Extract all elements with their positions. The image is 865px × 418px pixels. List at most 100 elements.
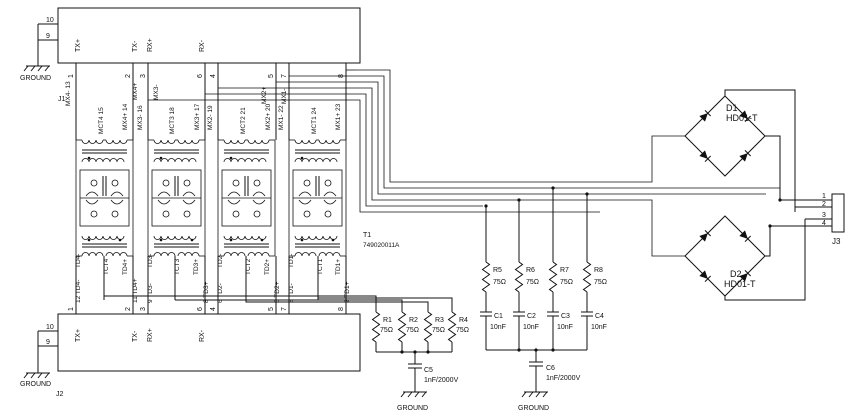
resistor-body — [481, 261, 491, 293]
resistor-ref: R5 — [493, 267, 502, 274]
d1-part: HD01-T — [726, 113, 758, 123]
connector-j3: 1 2 3 4 J3 — [820, 193, 845, 246]
svg-text:GROUND: GROUND — [397, 405, 428, 412]
svg-text:5: 5 — [268, 307, 275, 311]
resistor-ref: R8 — [594, 267, 603, 274]
upper-coil-bottom — [81, 158, 125, 163]
upper-coil-bottom — [294, 158, 338, 163]
transformer-channel-2 — [147, 139, 206, 257]
svg-text:1: 1 — [68, 307, 75, 311]
svg-text:MCT4 15: MCT4 15 — [98, 107, 105, 134]
svg-text:TCT1: TCT1 — [317, 258, 324, 275]
svg-text:TD4+: TD4+ — [122, 259, 129, 275]
lower-coil-left — [294, 252, 317, 257]
svg-text:7: 7 — [281, 74, 288, 78]
connector-j1: 10 9 GROUND TX+ TX- RX+ RX- J1 — [20, 7, 361, 103]
svg-text:MCT1 24: MCT1 24 — [311, 107, 318, 134]
svg-text:2: 2 — [125, 307, 132, 311]
svg-text:1: 1 — [68, 74, 75, 78]
choke-winding — [232, 210, 240, 218]
j1-pin-9: 9 — [46, 33, 50, 40]
svg-text:TCT4: TCT4 — [103, 258, 110, 275]
ground-symbol-c5: GROUND — [397, 391, 428, 412]
svg-text:TD4-: TD4- — [75, 254, 82, 268]
svg-text:7: 7 — [281, 307, 288, 311]
j2-body — [57, 313, 361, 372]
resistor-body — [514, 261, 524, 293]
svg-text:MCT3 18: MCT3 18 — [169, 107, 176, 134]
svg-text:2: 2 — [125, 74, 132, 78]
svg-text:4: 4 — [210, 307, 217, 311]
j1-body — [57, 7, 361, 64]
choke-winding — [232, 179, 240, 187]
resistor-ref: R3 — [435, 317, 444, 324]
svg-text:3 TD1-: 3 TD1- — [288, 283, 295, 303]
svg-text:5: 5 — [268, 74, 275, 78]
j3-ref: J3 — [832, 237, 841, 246]
diode — [739, 110, 748, 119]
svg-text:3: 3 — [140, 74, 147, 78]
choke-winding — [162, 210, 170, 218]
resistor-value: 75Ω — [526, 279, 539, 286]
j1-pin-10: 10 — [46, 17, 54, 24]
svg-text:6: 6 — [197, 74, 204, 78]
lower-coil-top — [153, 235, 197, 240]
resistor-body — [423, 311, 433, 343]
resistor-body — [371, 311, 381, 343]
svg-text:8 TD3+: 8 TD3+ — [203, 281, 210, 303]
svg-text:TD3+: TD3+ — [193, 259, 200, 275]
diode-bridges — [684, 95, 766, 297]
svg-text:MX1-: MX1- — [281, 88, 288, 104]
svg-text:9 TD3-: 9 TD3- — [147, 283, 154, 303]
upper-coil-left — [223, 139, 246, 144]
svg-text:TD3-: TD3- — [147, 254, 154, 268]
j2-pin-10: 10 — [46, 324, 54, 331]
svg-text:C6: C6 — [546, 365, 555, 372]
choke-winding — [90, 179, 98, 187]
bridge-d1 — [684, 95, 766, 177]
resistor-body — [397, 311, 407, 343]
ground-label-j2: GROUND — [20, 381, 51, 388]
resistor-value: 75Ω — [432, 327, 445, 334]
j1-tx-plus: TX+ — [75, 39, 82, 52]
j1-tx-minus: TX- — [132, 40, 139, 52]
svg-text:11 TD4+: 11 TD4+ — [132, 278, 139, 303]
choke-winding — [324, 179, 332, 187]
diode — [739, 230, 748, 239]
resistor-value: 75Ω — [380, 327, 393, 334]
svg-text:2 TD1+: 2 TD1+ — [344, 281, 351, 303]
lower-coil-left — [81, 252, 104, 257]
j3-body — [831, 193, 845, 233]
choke-winding — [253, 210, 261, 218]
lower-coil-right — [177, 252, 200, 257]
svg-text:C5: C5 — [424, 367, 433, 374]
resistor-body — [548, 261, 558, 293]
diode — [699, 270, 708, 279]
capacitor-value: 10nF — [591, 324, 607, 331]
ground-symbol-c6: GROUND — [518, 391, 549, 412]
svg-text:TD2-: TD2- — [217, 254, 224, 268]
choke-winding — [324, 210, 332, 218]
resistor-value: 75Ω — [406, 327, 419, 334]
svg-text:5 TD2+: 5 TD2+ — [274, 281, 281, 303]
svg-text:4: 4 — [822, 220, 826, 227]
lower-coil-top — [294, 235, 338, 240]
resistor-value: 75Ω — [560, 279, 573, 286]
svg-text:MCT2 21: MCT2 21 — [240, 107, 247, 134]
svg-text:MX1- 22: MX1- 22 — [278, 105, 285, 130]
svg-text:1nF/2000V: 1nF/2000V — [546, 375, 581, 382]
d2-part: HD01-T — [724, 279, 756, 289]
j2-td-labels: 12 TD4- 11 TD4+ 9 TD3- 8 TD3+ 6 TD2- 5 T… — [75, 254, 351, 303]
svg-text:MX2- 19: MX2- 19 — [207, 105, 214, 130]
t1-part: 749020011A — [363, 242, 400, 249]
svg-text:TD1+: TD1+ — [335, 259, 342, 275]
bus-lines — [148, 63, 780, 257]
transformer-channel-4 — [288, 139, 347, 257]
